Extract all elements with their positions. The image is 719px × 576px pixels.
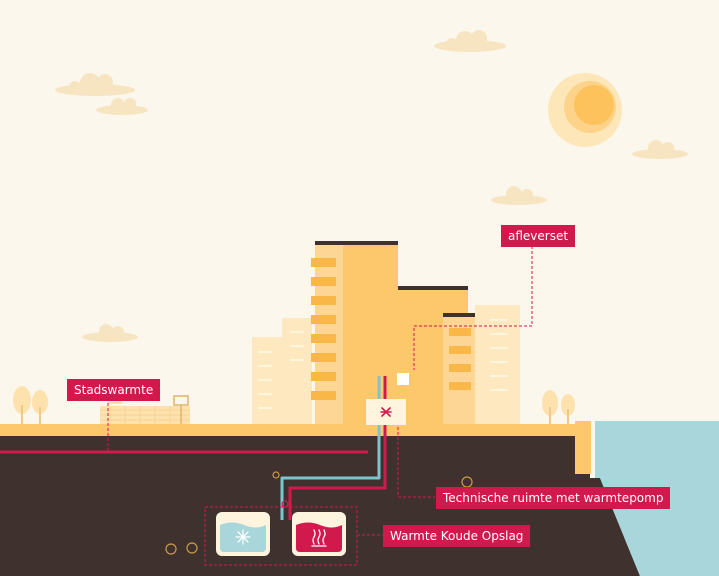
tree-icon: [13, 386, 31, 425]
cloud: [491, 186, 547, 205]
pipes: [0, 376, 387, 520]
thermal-storage: [204, 506, 358, 566]
pipe-junction: [281, 500, 289, 508]
cloud: [55, 73, 135, 96]
cold-pipe: [280, 376, 381, 520]
leader-technical-room: [397, 427, 435, 498]
background-building-windows: [258, 319, 508, 409]
leader-delivery: [413, 246, 533, 370]
trees-left: [13, 386, 48, 425]
cloud: [96, 98, 148, 115]
label-delivery-set: afleverset: [501, 225, 576, 247]
soil-bubbles: [165, 471, 473, 555]
balconies: [311, 258, 471, 400]
ground-surface: [0, 424, 578, 436]
heat-waves-icon: [311, 529, 327, 547]
label-technical-room: Technische ruimte met warmtepomp: [436, 487, 671, 509]
cloud: [434, 30, 506, 52]
technical-room: [366, 373, 409, 425]
tree-icon: [542, 390, 558, 425]
clouds: [55, 30, 688, 342]
quay-wall: [575, 421, 591, 474]
label-district-heating: Stadswarmte: [67, 379, 161, 401]
tree-icon: [561, 394, 575, 425]
cloud: [632, 140, 688, 159]
label-thermal-storage: Warmte Koude Opslag: [383, 525, 531, 547]
sports-field-fence: [100, 395, 190, 425]
trees-right: [542, 390, 575, 425]
fan-icon: [380, 407, 392, 417]
tree-icon: [32, 390, 48, 425]
storage-boundary: [204, 506, 358, 566]
warm-pipe: [288, 376, 387, 520]
snowflake-icon: [235, 529, 251, 545]
cloud: [82, 324, 138, 342]
sun-icon: [548, 73, 622, 147]
leader-lines: [107, 246, 533, 536]
